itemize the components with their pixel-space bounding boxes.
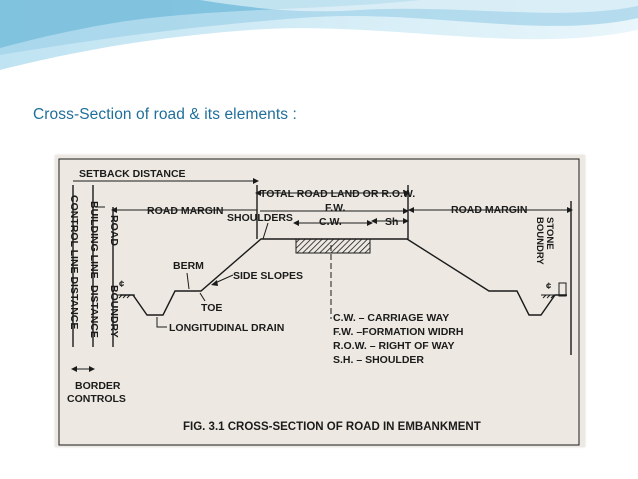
fw-label: F.W. <box>325 202 345 214</box>
legend-item: C.W. – CARRIAGE WAY <box>333 312 449 324</box>
building-line-label: BUILDING LINE <box>88 201 100 279</box>
sh-label: Sh <box>385 216 398 228</box>
road-margin-right-label: ROAD MARGIN <box>451 204 527 216</box>
centerline-symbol-right: ¢ <box>546 281 552 292</box>
legend-item: F.W. –FORMATION WIDRH <box>333 326 463 338</box>
boundry-stone-label-1: BOUNDRY <box>534 217 545 265</box>
legend-item: R.O.W. – RIGHT OF WAY <box>333 340 455 352</box>
boundry-stone-label-2: STONE <box>544 217 555 250</box>
side-slopes-label: SIDE SLOPES <box>233 270 303 282</box>
longitudinal-drain-label: LONGITUDINAL DRAIN <box>169 322 284 334</box>
cw-label: C.W. <box>319 216 342 228</box>
border-controls-label-1: BORDER <box>75 380 121 392</box>
carriageway-block <box>295 238 371 254</box>
legend: C.W. – CARRIAGE WAY F.W. –FORMATION WIDR… <box>333 312 463 366</box>
cross-section-diagram: SETBACK DISTANCE TOTAL ROAD LAND OR R.O.… <box>58 158 580 446</box>
road-margin-left-label: ROAD MARGIN <box>147 205 223 217</box>
header-wave <box>0 0 638 70</box>
border-controls-label-2: CONTROLS <box>67 393 126 405</box>
control-line-distance-label: CONTROL LINE DISTANCE <box>68 195 80 329</box>
legend-item: S.H. – SHOULDER <box>333 354 424 366</box>
cross-section-figure: SETBACK DISTANCE TOTAL ROAD LAND OR R.O.… <box>55 155 585 447</box>
road-label: ROAD <box>108 215 120 246</box>
total-road-land-label: TOTAL ROAD LAND OR R.O.W. <box>260 188 415 200</box>
diagram-frame <box>58 158 580 446</box>
left-boundary-marker <box>117 294 135 299</box>
shoulders-label: SHOULDERS <box>227 212 293 224</box>
figure-caption: FIG. 3.1 CROSS-SECTION OF ROAD IN EMBANK… <box>183 421 481 433</box>
boundry-label: BOUNDRY <box>108 285 120 338</box>
distance-label: DISTANCE <box>88 285 100 338</box>
slide-title: Cross-Section of road & its elements : <box>33 106 297 123</box>
berm-label: BERM <box>173 260 204 272</box>
centerline-symbol-left: ¢ <box>119 279 125 290</box>
toe-label: TOE <box>201 302 222 314</box>
setback-distance-label: SETBACK DISTANCE <box>79 168 186 180</box>
right-boundary-marker <box>541 282 567 299</box>
